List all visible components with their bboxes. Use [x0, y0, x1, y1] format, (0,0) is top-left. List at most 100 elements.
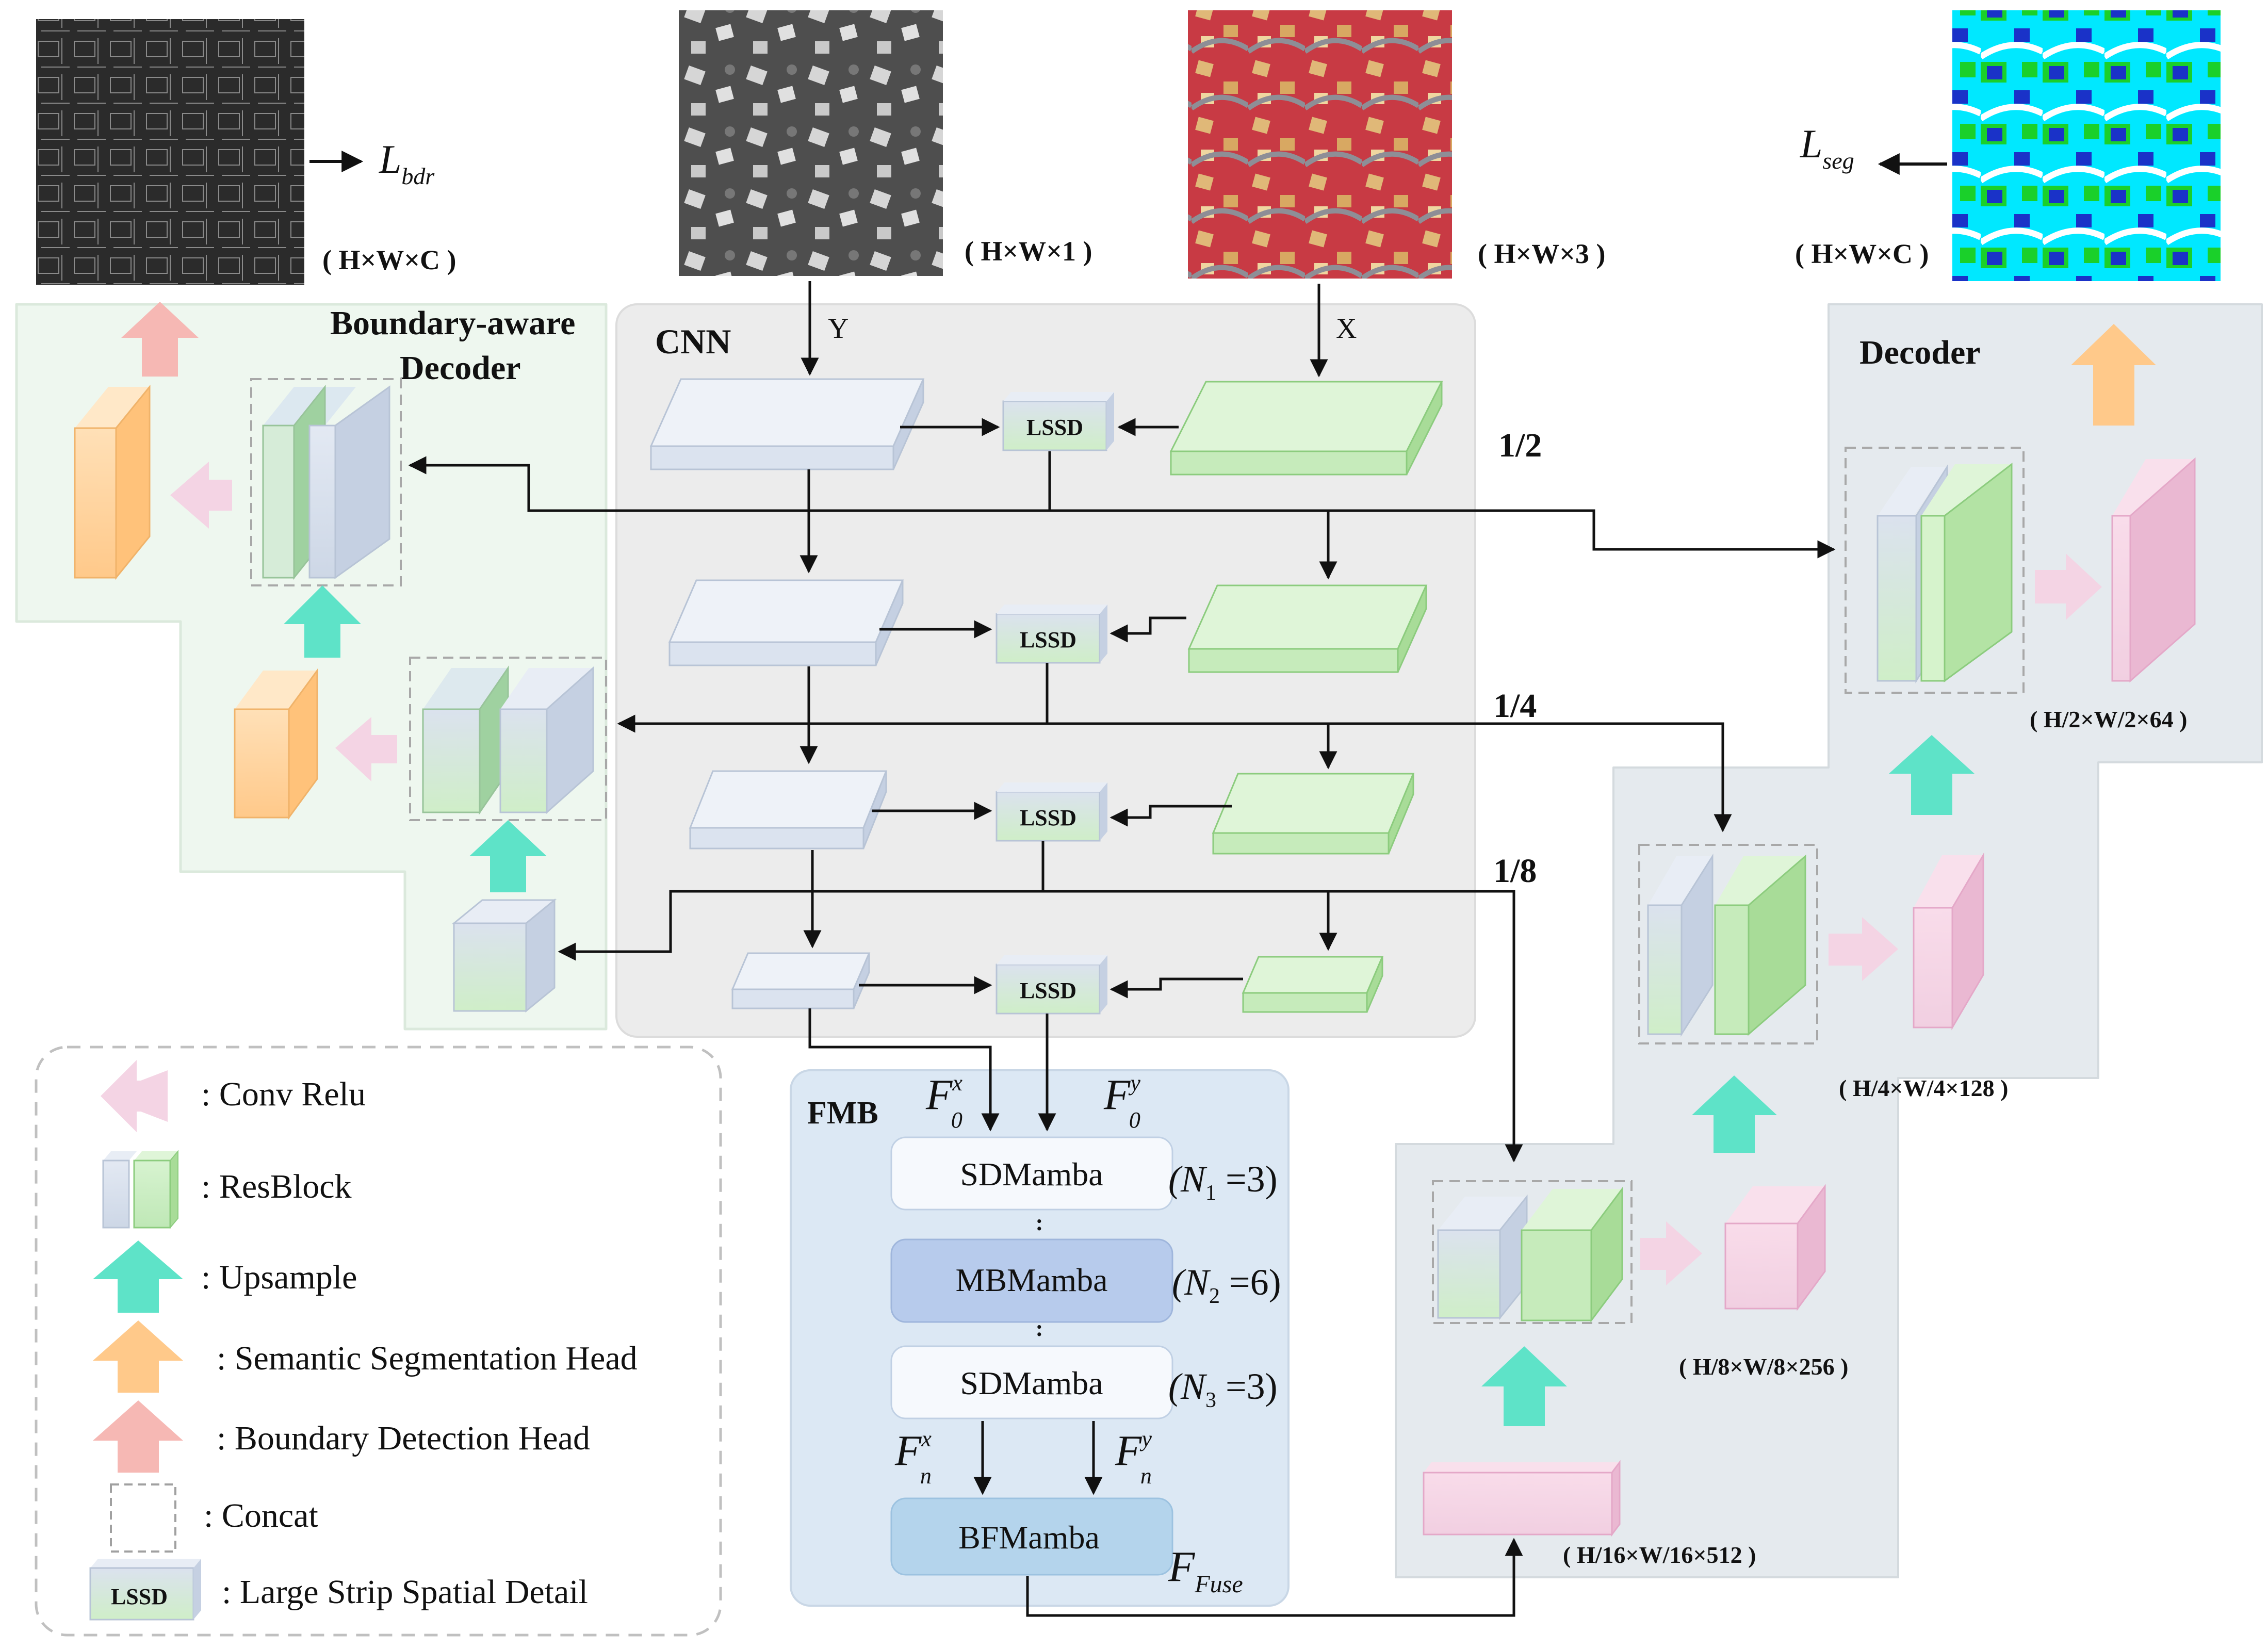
decoder-conv-arrow-2: [1829, 917, 1898, 981]
seg-map-size-label: ( H×W×C ): [1795, 238, 1929, 269]
decoder-upsample-arrow-3: [1481, 1346, 1567, 1426]
decoder-output-block-2: [1913, 852, 1984, 1031]
decoder-concat-box-2: [1638, 844, 1818, 1044]
ffuse-label: FFuse: [1168, 1543, 1243, 1598]
seg-loss-symbol: Lseg: [1800, 121, 1854, 174]
legend-upsample-text: : Upsample: [201, 1259, 357, 1296]
legend-concat-text: : Concat: [204, 1497, 318, 1534]
decoder-output-block-3: [1724, 1184, 1826, 1311]
boundary-input-cube: [451, 898, 557, 1013]
decoder-concat-box-3: [1432, 1180, 1633, 1324]
boundary-output-block-1: [74, 384, 151, 580]
legend-concat-icon: [110, 1483, 176, 1553]
legend-resblock-icon: [102, 1150, 178, 1229]
bfmamba-block: [890, 1497, 1173, 1576]
boundary-decoder-panel: [15, 303, 608, 1031]
boundary-map-size-label: ( H×W×C ): [322, 244, 456, 275]
boundary-concat-box-2: [409, 657, 607, 821]
boundary-conv-arrow-2: [335, 717, 397, 781]
decoder-conv-arrow-3: [1640, 1221, 1702, 1285]
decoder-resblock-3: [1437, 1186, 1623, 1323]
decoder-upsample-arrow-1: [1889, 735, 1975, 815]
legend-lssd-text: : Large Strip Spatial Detail: [222, 1573, 588, 1611]
n3-label: (N3 =3): [1168, 1366, 1278, 1412]
n1-label: (N1 =3): [1168, 1158, 1278, 1205]
decoder-output-block-1: [2111, 457, 2196, 683]
legend-lssd-icon: LSSD: [89, 1559, 201, 1621]
encoder-x-stage-3: [1212, 773, 1415, 855]
input-x-label: X: [1336, 313, 1357, 345]
legend-seg-head-text: : Semantic Segmentation Head: [217, 1340, 638, 1377]
cnn-title: CNN: [655, 322, 731, 361]
mbmamba-block: [890, 1238, 1173, 1323]
boundary-upsample-arrow-2: [469, 820, 547, 892]
decoder-input-block-4: [1423, 1460, 1621, 1537]
sdmamba-block-2: [890, 1345, 1173, 1419]
scale-label-1-8: 1/8: [1493, 852, 1537, 890]
svg-text:LSSD: LSSD: [1020, 805, 1076, 830]
legend-upsample-icon: [93, 1240, 183, 1313]
decoder-resblock-1: [1877, 462, 2013, 684]
encoder-down-arrows: [799, 469, 1337, 951]
boundary-decoder-title-line2: Decoder: [400, 349, 521, 387]
svg-text::: :: [1036, 1316, 1043, 1341]
boundary-conv-arrow-1: [170, 462, 232, 529]
encoder-y-stage-4: [731, 952, 871, 1009]
legend-conv-relu-arrow: [101, 1060, 168, 1132]
legend-bdr-head-icon: [93, 1400, 183, 1473]
lssd-block-3: LSSD: [996, 782, 1107, 842]
boundary-decoder-title-line1: Boundary-aware: [330, 304, 575, 342]
svg-text:LSSD: LSSD: [1026, 415, 1083, 440]
sdmamba-label-2: SDMamba: [960, 1365, 1103, 1401]
encoder-x-stage-4: [1242, 956, 1384, 1013]
mbmamba-label: MBMamba: [955, 1262, 1107, 1298]
legend-resblock-text: : ResBlock: [201, 1168, 352, 1205]
decoder-conv-arrow-1: [2035, 553, 2102, 620]
bfmamba-label: BFMamba: [958, 1519, 1100, 1556]
decoder-title: Decoder: [1859, 334, 1981, 371]
legend-conv-relu-text: : Conv Relu: [201, 1075, 366, 1113]
segmentation-output-image: [1952, 10, 2221, 281]
encoder-x-stage-2: [1187, 584, 1428, 673]
encoder-x-stage-1: [1169, 381, 1443, 476]
decoder-concat-box-1: [1845, 447, 2025, 694]
boundary-concat-box-1: [250, 378, 402, 586]
decoder-size-label-2: ( H/4×W/4×128 ): [1839, 1075, 2008, 1101]
rgb-image-size-label: ( H×W×3 ): [1478, 238, 1606, 269]
gray-image-size-label: ( H×W×1 ): [965, 236, 1092, 267]
seg-head-arrow: [2071, 324, 2156, 426]
sdmamba-label-1: SDMamba: [960, 1156, 1103, 1193]
boundary-head-arrow: [121, 302, 199, 377]
encoder-y-stage-2: [668, 579, 904, 666]
bdr-loss-symbol: Lbdr: [379, 137, 435, 189]
boundary-resblock-2: [422, 665, 594, 815]
svg-text:LSSD: LSSD: [1020, 627, 1076, 652]
n2-label: (N2 =6): [1172, 1262, 1281, 1308]
scale-label-1-2: 1/2: [1498, 427, 1542, 464]
decoder-size-label-1: ( H/2×W/2×64 ): [2030, 706, 2187, 732]
boundary-map-image: [36, 19, 304, 285]
svg-text:LSSD: LSSD: [1020, 978, 1076, 1003]
lssd-input-arrows: [859, 418, 1243, 999]
encoder-y-stage-3: [689, 770, 888, 850]
input-y-label: Y: [828, 313, 849, 345]
grayscale-input-image: [679, 10, 943, 276]
svg-text:LSSD: LSSD: [111, 1584, 168, 1609]
svg-text::: :: [1036, 1210, 1043, 1235]
fmb-arrows: [973, 1421, 1523, 1617]
decoder-resblock-2: [1647, 853, 1806, 1037]
lssd-block-2: LSSD: [996, 605, 1107, 664]
lssd-block-4: LSSD: [996, 955, 1107, 1015]
legend-panel: [35, 1046, 722, 1637]
lssd-block-1: LSSD: [1002, 392, 1114, 451]
sdmamba-block-1: [890, 1136, 1173, 1211]
fmb-title: FMB: [807, 1096, 878, 1131]
legend-seg-head-icon: [93, 1320, 183, 1393]
scale-label-1-4: 1/4: [1493, 687, 1537, 725]
decoder-size-label-3: ( H/8×W/8×256 ): [1679, 1353, 1848, 1380]
decoder-size-label-4: ( H/16×W/16×512 ): [1563, 1542, 1756, 1568]
